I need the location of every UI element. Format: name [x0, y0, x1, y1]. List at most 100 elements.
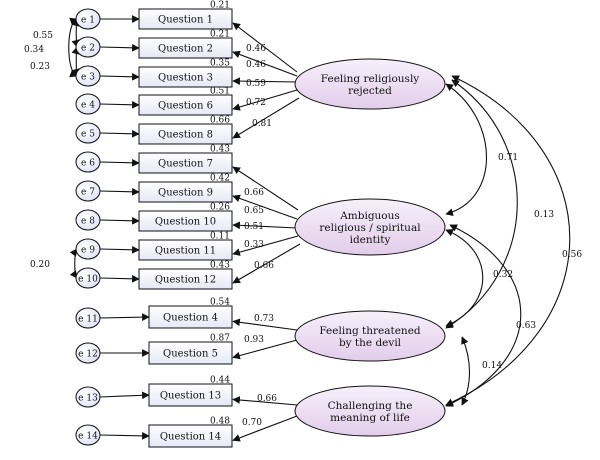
factor-ellipse [294, 310, 446, 362]
question-label: Question 13 [160, 391, 221, 402]
error-path-arrow [99, 216, 140, 225]
question-label: Question 5 [163, 349, 218, 360]
error-label: e 7 [81, 188, 95, 198]
error-label: e 9 [81, 246, 95, 256]
question-box [138, 123, 233, 145]
loading-path-arrow [232, 89, 298, 111]
error-term-node: e 7 [75, 180, 101, 202]
factor-ellipse [294, 198, 446, 256]
error-term-node: e 13 [75, 386, 101, 408]
loading-label: 0.70 [242, 418, 262, 428]
error-ellipse [75, 65, 101, 87]
loading-path-arrow [232, 396, 298, 406]
question-label: Question 4 [163, 313, 218, 324]
error-ellipse [75, 386, 101, 408]
r-squared-label: 0.87 [210, 334, 230, 344]
error-ellipse [75, 151, 101, 173]
factor-correlation-curve [445, 83, 487, 216]
question-box [138, 37, 233, 59]
r-squared-label: 0.21 [210, 30, 230, 40]
question-box [148, 383, 233, 407]
r-squared-label: 0.66 [210, 116, 230, 126]
error-label: e 1 [81, 16, 95, 26]
error-label: e 13 [78, 394, 98, 404]
question-label: Question 11 [155, 246, 216, 257]
loading-path-arrow [232, 194, 298, 220]
question-box [138, 66, 233, 88]
error-term-node: e 8 [75, 209, 101, 231]
error-path-arrow [99, 100, 140, 109]
factor-correlation-label: 0.56 [562, 250, 582, 260]
loading-path-arrow [232, 415, 298, 442]
question-node: Question 4 0.54 [148, 298, 233, 329]
error-term-node: e 4 [75, 93, 101, 115]
r-squared-label: 0.21 [210, 1, 230, 11]
question-box [148, 341, 233, 365]
error-label: e 11 [78, 315, 98, 325]
question-node: Question 90.42 [138, 174, 233, 203]
factor-label-line: Feeling religiously [321, 73, 420, 85]
error-path-arrow [99, 245, 140, 254]
question-node: Question 130.44 [148, 376, 233, 407]
r-squared-label: 0.26 [210, 203, 230, 213]
loading-label: 0.33 [244, 240, 264, 250]
question-label: Question 14 [160, 432, 221, 443]
loading-label: 0.66 [244, 188, 264, 198]
error-label: e 14 [78, 432, 98, 442]
question-node: Question 10 0.26 [138, 203, 233, 232]
factor-correlation-curve [445, 79, 518, 329]
loading-path-arrow [232, 318, 298, 331]
error-ellipse [75, 36, 101, 58]
question-box [138, 94, 233, 116]
error-label: e 3 [81, 73, 95, 83]
r-squared-label: 0.43 [210, 145, 230, 155]
loading-label: 0.59 [246, 79, 266, 89]
error-path-arrow [99, 432, 150, 440]
loading-path-arrow [232, 243, 301, 284]
error-ellipse [75, 180, 101, 202]
loading-path-arrow [232, 339, 298, 360]
error-term-node: e 5 [75, 122, 101, 144]
factor-label-line: identity [350, 234, 391, 246]
coefficient-labels: 0.710.130.560.320.630.140.550.340.230.20… [24, 31, 582, 428]
error-label: e 4 [81, 101, 95, 111]
error-term-node: e 1 [75, 8, 101, 30]
factor-label-line: Ambiguous [339, 210, 400, 222]
question-node: Question 80.66 [138, 116, 233, 145]
error-label: e 12 [78, 350, 98, 360]
factor-correlation-curve [445, 75, 571, 406]
r-squared-label: 0.51 [210, 87, 230, 97]
error-term-node: e 14 [75, 424, 101, 446]
question-label: Question 7 [158, 159, 213, 170]
factor-correlation-label: 0.14 [482, 361, 502, 371]
question-box [138, 152, 233, 174]
question-label: Question 12 [155, 275, 216, 286]
loading-label: 0.72 [246, 98, 266, 108]
error-ellipse [75, 209, 101, 231]
error-ellipse [75, 93, 101, 115]
loading-path-arrow [232, 50, 298, 77]
error-covariance-label: 0.34 [24, 45, 44, 55]
error-path-arrow [99, 158, 140, 167]
question-node: Question 60.51 [138, 87, 233, 116]
question-label: Question 10 [155, 217, 216, 228]
error-term-node: e 10 [75, 267, 101, 289]
question-label: Question 1 [158, 15, 213, 26]
loading-path-arrow [232, 221, 298, 230]
r-squared-label: 0.54 [210, 298, 230, 308]
loading-label: 0.81 [252, 119, 272, 129]
loading-path-arrow [232, 166, 299, 211]
error-term-node: e 2 [75, 36, 101, 58]
question-node: Question 7 0.43 [138, 145, 233, 174]
factor-correlation-label: 0.13 [534, 210, 554, 220]
error-label: e 2 [81, 44, 95, 54]
error-ellipse [75, 8, 101, 30]
error-ellipse [75, 424, 101, 446]
r-squared-label: 0.35 [210, 59, 230, 69]
error-term-node: e 11 [75, 307, 101, 329]
question-node: Question 1 0.21 [138, 1, 233, 30]
loading-label: 0.93 [244, 335, 264, 345]
